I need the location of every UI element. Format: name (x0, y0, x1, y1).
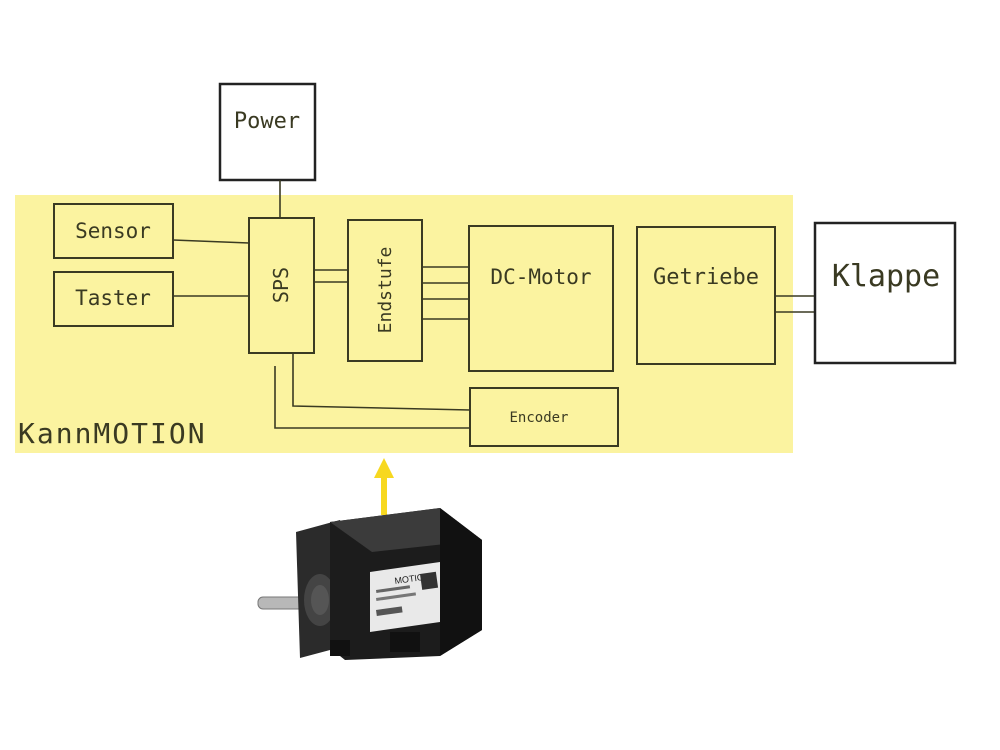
encoder-sps-connector-1 (292, 353, 471, 411)
kannmotion-title: KannMOTION (18, 417, 207, 450)
klappe-block (813, 221, 957, 365)
kannmotion-motor-illustration: MOTION (257, 508, 482, 660)
getriebe-label: Getriebe (653, 265, 759, 290)
taster-block (53, 271, 174, 327)
dc-motor-label: DC-Motor (490, 265, 591, 289)
sensor-label: Sensor (75, 219, 151, 243)
taster-label: Taster (75, 286, 151, 310)
endstufe-block (347, 219, 423, 362)
encoder-label: Encoder (509, 410, 568, 426)
power-block (218, 82, 317, 182)
klappe-label: Klappe (832, 259, 940, 294)
dc-motor-block (468, 225, 614, 372)
sps-label: SPS (269, 267, 293, 303)
yellow-arrowhead (374, 458, 394, 478)
power-label: Power (234, 109, 300, 134)
sps-block (248, 217, 315, 354)
sensor-sps-connector (172, 239, 250, 244)
endstufe-label: Endstufe (375, 247, 396, 334)
encoder-block (469, 387, 619, 447)
kannmotion-highlight-region (15, 195, 793, 453)
encoder-sps-connector-2 (274, 366, 470, 429)
sensor-block (53, 203, 174, 259)
